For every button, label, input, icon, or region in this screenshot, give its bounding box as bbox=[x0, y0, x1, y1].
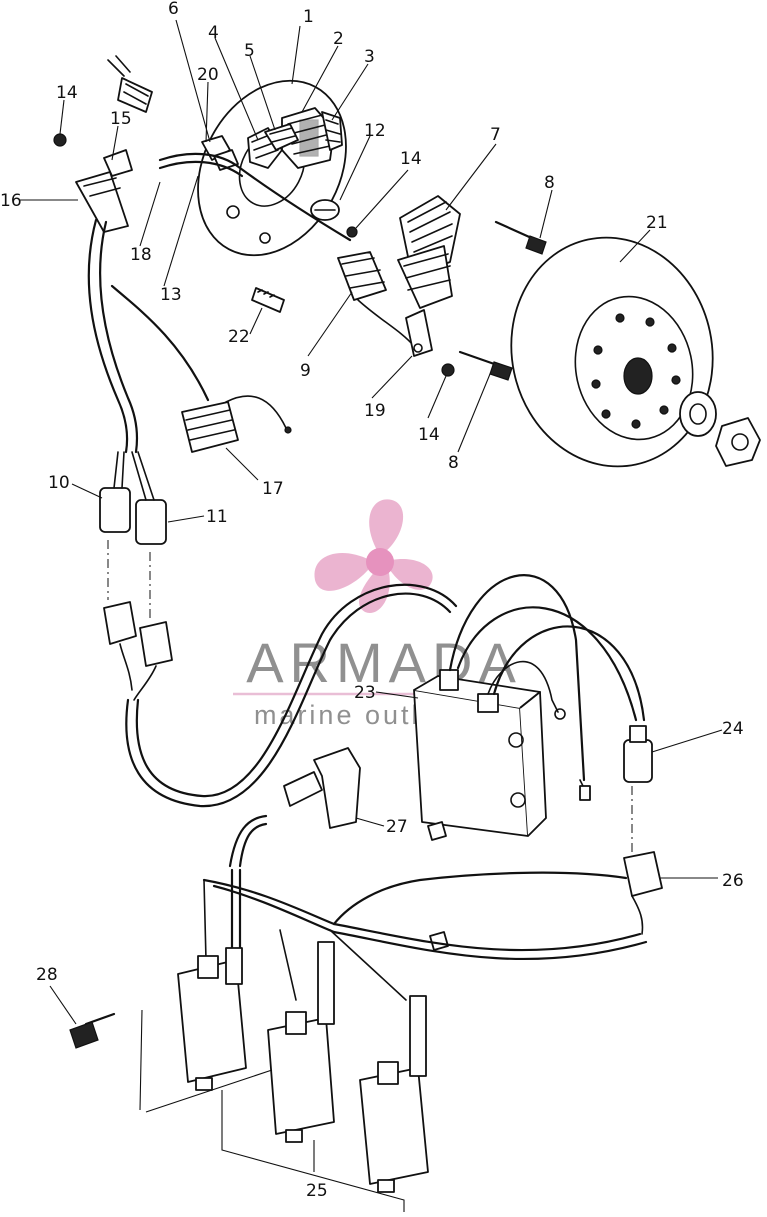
callout-13: 13 bbox=[160, 285, 182, 305]
callout-8-lower: 8 bbox=[448, 453, 459, 473]
flywheel-nut bbox=[715, 417, 761, 467]
cdi-input-cable bbox=[125, 583, 458, 808]
ignition-coil-25-c bbox=[359, 995, 429, 1193]
callout-9: 9 bbox=[300, 361, 311, 381]
callout-5: 5 bbox=[244, 41, 255, 61]
rectifier-regulator-17 bbox=[181, 395, 292, 453]
callout-24: 24 bbox=[722, 719, 744, 739]
bracket-19 bbox=[405, 309, 433, 357]
clamp-15 bbox=[103, 149, 133, 177]
flywheel-21 bbox=[510, 236, 714, 468]
connector-11 bbox=[131, 451, 167, 545]
bolt-8-upper bbox=[494, 220, 547, 255]
callout-17: 17 bbox=[262, 479, 284, 499]
propeller-logo-icon bbox=[314, 499, 433, 613]
callout-16: 16 bbox=[0, 191, 22, 211]
callout-20: 20 bbox=[197, 65, 219, 85]
callout-3: 3 bbox=[364, 47, 375, 67]
flywheel-washer bbox=[679, 391, 717, 437]
connector-26 bbox=[623, 851, 663, 935]
ignition-coil-25-b bbox=[267, 941, 335, 1143]
callout-23: 23 bbox=[354, 683, 376, 703]
callout-14-top: 14 bbox=[56, 83, 78, 103]
callout-14-low: 14 bbox=[418, 425, 440, 445]
callout-12: 12 bbox=[364, 121, 386, 141]
spark-plug-cap-27 bbox=[228, 747, 361, 868]
bolt-28 bbox=[69, 1012, 116, 1049]
callout-18: 18 bbox=[130, 245, 152, 265]
callout-10: 10 bbox=[48, 473, 70, 493]
bolt-8-lower bbox=[458, 350, 513, 381]
callout-22: 22 bbox=[228, 327, 250, 347]
screw-22 bbox=[251, 287, 285, 313]
grommet-16 bbox=[75, 171, 129, 233]
callout-1: 1 bbox=[303, 7, 314, 27]
charge-coil-2 bbox=[281, 107, 335, 169]
connector-24 bbox=[623, 725, 653, 783]
callout-28: 28 bbox=[36, 965, 58, 985]
charge-coil-9 bbox=[337, 251, 415, 347]
coil-group-brace bbox=[139, 1009, 405, 1212]
callout-11: 11 bbox=[206, 507, 228, 527]
pulser-coil-7 bbox=[397, 195, 461, 309]
callout-4: 4 bbox=[208, 23, 219, 43]
wire-boot-plug bbox=[107, 55, 153, 113]
callout-15: 15 bbox=[110, 109, 132, 129]
callout-26: 26 bbox=[722, 871, 744, 891]
callout-7: 7 bbox=[490, 125, 501, 145]
callout-14-mid: 14 bbox=[400, 149, 422, 169]
leader-lines bbox=[20, 19, 723, 1025]
mating-connectors bbox=[103, 601, 173, 701]
callout-19: 19 bbox=[364, 401, 386, 421]
ignition-coil-25-a bbox=[177, 947, 247, 1091]
callout-27: 27 bbox=[386, 817, 408, 837]
stator-wiring bbox=[158, 152, 352, 242]
coil-5 bbox=[264, 123, 299, 151]
callout-8-upper: 8 bbox=[544, 173, 555, 193]
callout-21: 21 bbox=[646, 213, 668, 233]
screw-12 bbox=[310, 199, 340, 221]
stator-base-plate bbox=[197, 79, 347, 257]
screw-14-low bbox=[441, 363, 455, 377]
callout-25: 25 bbox=[306, 1181, 328, 1201]
screw-14-mid bbox=[346, 226, 358, 238]
connector-guide-lines bbox=[107, 540, 151, 620]
lead-to-17 bbox=[110, 284, 210, 402]
bolt-14-top bbox=[53, 133, 67, 147]
mount-boss bbox=[427, 821, 449, 951]
callout-2: 2 bbox=[333, 29, 344, 49]
cdi-unit-23 bbox=[413, 574, 646, 837]
callout-labels: 1 2 3 4 5 6 7 8 8 9 10 11 12 13 14 14 14… bbox=[0, 0, 744, 1201]
ignition-lead-harness bbox=[202, 868, 648, 1001]
harness-sleeve bbox=[87, 218, 139, 454]
connector-10 bbox=[99, 451, 131, 533]
callout-6: 6 bbox=[168, 0, 179, 19]
